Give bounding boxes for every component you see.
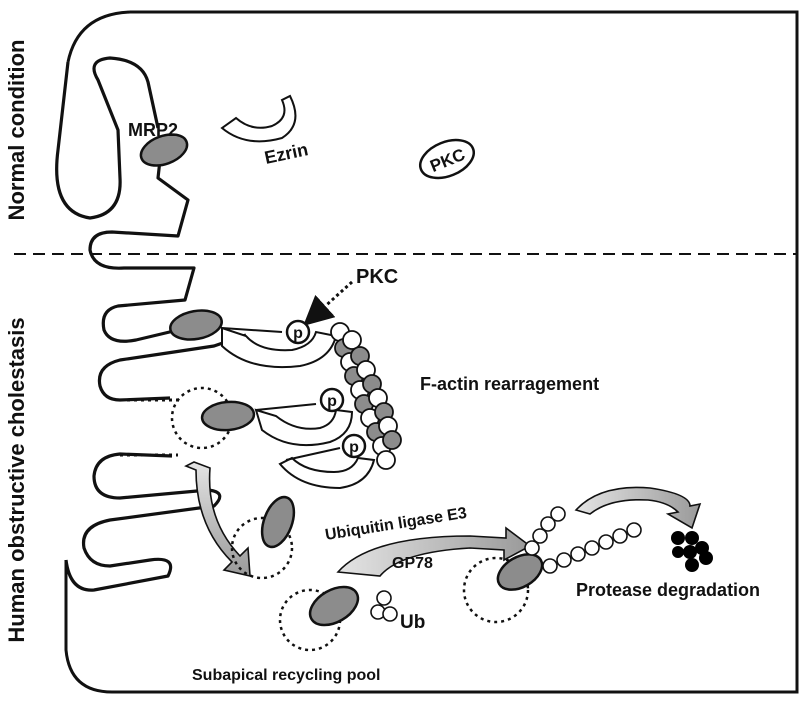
mrp2-transporter-4	[308, 585, 360, 627]
phospho-label-2: p	[327, 393, 337, 410]
normal-condition-label: Normal condition	[4, 40, 29, 221]
pkc-dotted-arrow	[303, 280, 354, 327]
f-actin-label: F-actin rearragement	[420, 374, 599, 394]
ubiquitin-cluster	[370, 590, 398, 622]
canalicular-membrane-lower	[64, 333, 247, 592]
vesicle-4	[462, 556, 530, 624]
internalization-arrow	[184, 461, 251, 578]
cell-border-left-top	[66, 10, 131, 63]
phospho-site-1	[285, 319, 311, 345]
mrp2-transporter-1	[169, 309, 223, 341]
vesicle-2	[230, 516, 294, 580]
recycling-pool-label: Subapical recycling pool	[192, 667, 381, 684]
cholestasis-label: Human obstructive cholestasis	[4, 317, 29, 642]
f-actin-chain	[330, 322, 402, 470]
mrp2-transporter-5	[496, 553, 544, 591]
ezrin-shape	[220, 94, 297, 143]
ezrin-activated-2	[254, 408, 354, 447]
phospho-site-2	[319, 387, 345, 413]
pkc-arrow-label: PKC	[356, 266, 398, 288]
ezrin-label: Ezrin	[263, 139, 310, 168]
ezrin-activated-3	[278, 456, 376, 490]
pkc-normal	[419, 138, 475, 180]
phospho-site-3	[341, 433, 367, 459]
mrp2-transporter-2	[200, 400, 256, 432]
phospho-label-3: p	[349, 439, 359, 456]
cell-border	[64, 10, 799, 694]
ub-label: Ub	[400, 612, 425, 633]
link-2	[255, 403, 317, 411]
canalicular-membrane-upper	[55, 56, 196, 343]
mrp2-transporter-normal	[139, 133, 189, 167]
phospho-label-1: p	[293, 325, 303, 342]
polyubiquitin-chains	[524, 506, 642, 574]
link-3	[285, 447, 341, 461]
protease-degradation-label: Protease degradation	[576, 580, 760, 600]
degradation-arrow	[574, 486, 702, 530]
degraded-fragments	[671, 531, 713, 572]
ezrin-activated-1	[221, 326, 338, 369]
link-1	[221, 327, 283, 333]
gp78-label: GP78	[392, 555, 433, 572]
mrp2-label: MRP2	[128, 120, 178, 140]
mrp2-transporter-3	[260, 495, 296, 549]
ubiquitination-arrow	[336, 526, 532, 577]
